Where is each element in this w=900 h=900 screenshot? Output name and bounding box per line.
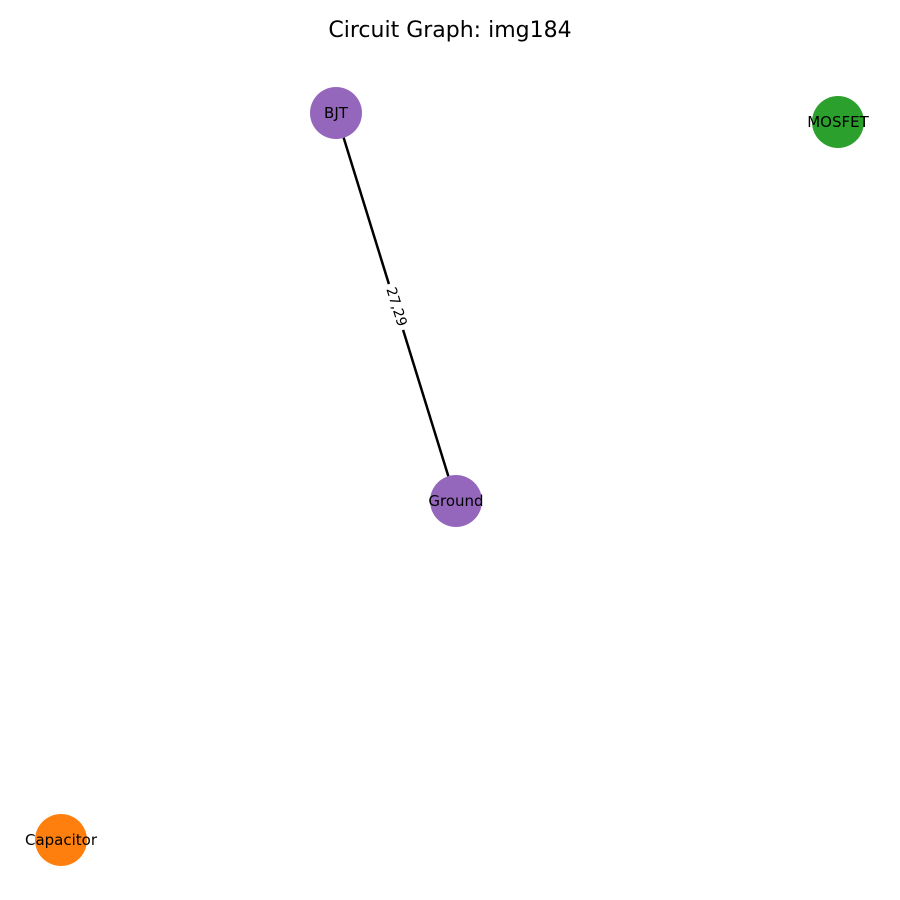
node-capacitor-label: Capacitor (25, 831, 98, 849)
node-ground-label: Ground (428, 492, 483, 510)
node-bjt-label: BJT (324, 104, 349, 122)
page-title: Circuit Graph: img184 (328, 18, 572, 43)
node-ground-circle (430, 475, 482, 527)
node-mosfet[interactable]: MOSFET (807, 96, 870, 148)
node-capacitor[interactable]: Capacitor (25, 814, 98, 866)
edge-label: 27,29 (382, 285, 409, 328)
node-mosfet-circle (812, 96, 864, 148)
node-bjt[interactable]: BJT (310, 87, 362, 139)
node-mosfet-label: MOSFET (807, 113, 869, 131)
node-capacitor-circle (35, 814, 87, 866)
edge-bjt-ground: 27,29 (334, 112, 458, 502)
node-ground[interactable]: Ground (428, 475, 484, 527)
edge-label-background (380, 281, 412, 333)
node-bjt-circle (310, 87, 362, 139)
